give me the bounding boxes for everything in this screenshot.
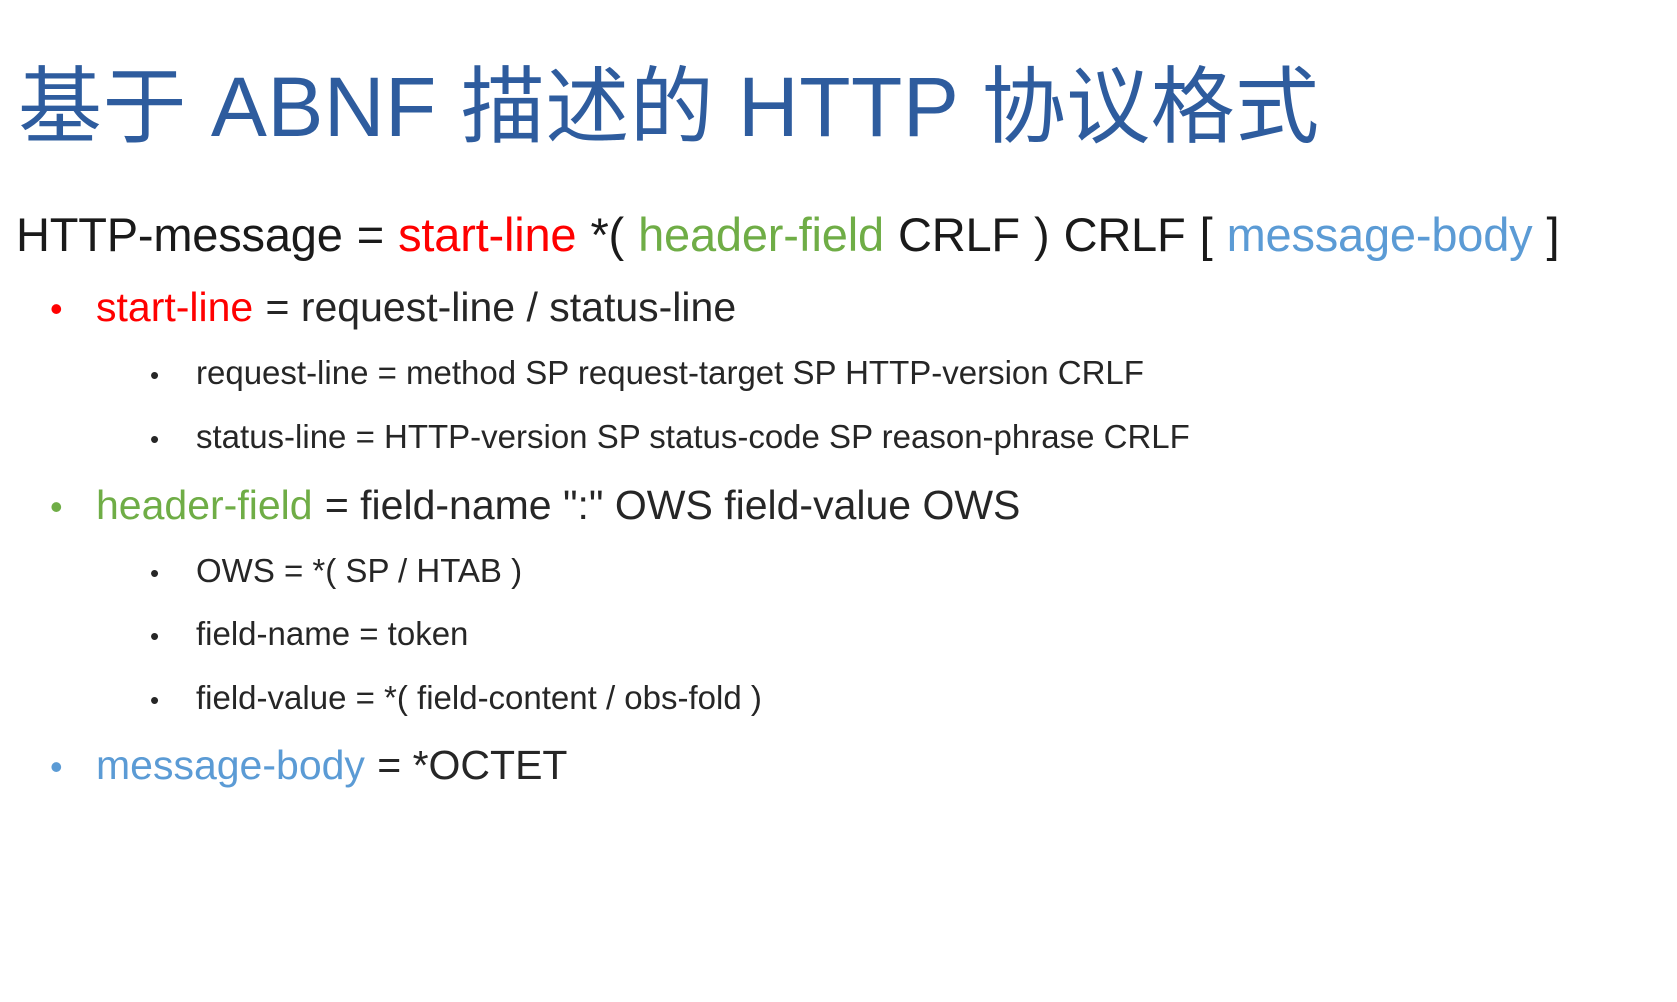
formula-crlf-1: CRLF — [898, 208, 1020, 261]
list-item: • start-line= request-line / status-line — [0, 281, 1677, 334]
list-item: • status-line = HTTP-version SP status-co… — [0, 415, 1677, 459]
definition-field-name: field-name = token — [196, 615, 469, 653]
bullet-icon: • — [150, 557, 160, 588]
term-message-body: message-body — [96, 742, 365, 789]
list-item: • field-value = *( field-content / obs-fo… — [0, 676, 1677, 720]
bullet-icon: • — [150, 424, 160, 454]
formula-lhs: HTTP-message — [16, 208, 343, 261]
bullet-icon: • — [150, 360, 160, 391]
page-title: 基于 ABNF 描述的 HTTP 协议格式 — [18, 60, 1320, 155]
term-start-line: start-line — [96, 284, 254, 331]
definition-message-body: = *OCTET — [377, 742, 568, 789]
formula-start-line-token: start-line — [398, 208, 577, 261]
formula-message-body-token: message-body — [1226, 208, 1533, 261]
formula-optional-close: ] — [1546, 208, 1560, 261]
list-item: • OWS = *( SP / HTAB ) — [0, 549, 1677, 593]
definition-request-line: request-line = method SP request-target … — [196, 354, 1144, 392]
formula-optional-open: [ — [1199, 208, 1213, 261]
definition-ows: OWS = *( SP / HTAB ) — [196, 551, 523, 589]
definition-field-value: field-value = *( field-content / obs-fol… — [196, 678, 762, 716]
definition-status-line: status-line = HTTP-version SP status-cod… — [196, 418, 1190, 455]
bullet-icon: • — [50, 485, 63, 527]
list-item: • message-body = *OCTET — [0, 739, 1677, 792]
formula-repeat-open: *( — [590, 208, 624, 261]
formula-equals: = — [356, 208, 385, 261]
abnf-formula-line: HTTP-message=start-line*( header-field CRL… — [0, 205, 1677, 265]
definition-header-field: = field-name ":" OWS field-value OWS — [324, 481, 1021, 528]
bullet-icon: • — [150, 621, 160, 652]
formula-crlf-2: CRLF — [1063, 208, 1186, 261]
term-header-field: header-field — [96, 481, 313, 528]
list-item: • header-field= field-name ":" OWS field-… — [0, 479, 1677, 532]
formula-header-field-token: header-field — [638, 208, 884, 261]
bullet-icon: • — [150, 684, 160, 715]
bullet-icon: • — [50, 746, 63, 788]
bullet-icon: • — [50, 288, 63, 330]
list-item: • request-line = method SP request-target… — [0, 351, 1677, 395]
formula-repeat-close: ) — [1034, 208, 1050, 261]
list-item: • field-name = token — [0, 612, 1677, 656]
definition-start-line: = request-line / status-line — [265, 284, 737, 331]
